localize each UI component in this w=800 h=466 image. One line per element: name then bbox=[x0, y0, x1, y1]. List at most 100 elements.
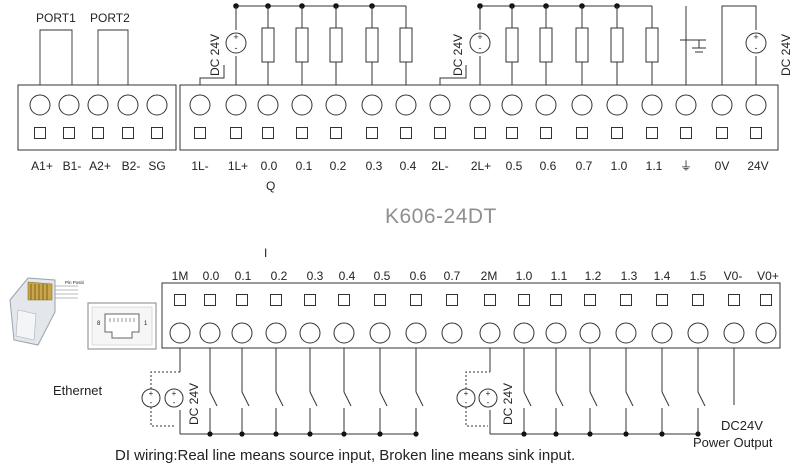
junction-dot bbox=[659, 431, 665, 437]
comm-terminal-label: A1+ bbox=[31, 159, 53, 173]
terminal-slot bbox=[656, 294, 668, 306]
output-terminal-label: 0.6 bbox=[540, 159, 557, 173]
input-switch bbox=[553, 348, 564, 437]
load-resistor bbox=[575, 6, 589, 85]
terminal-screw bbox=[369, 322, 391, 344]
output-terminal bbox=[291, 94, 313, 139]
port2-lead bbox=[97, 29, 129, 85]
junction-dot bbox=[695, 431, 701, 437]
terminal-slot bbox=[174, 294, 186, 306]
output-terminal-label: 0.7 bbox=[576, 159, 593, 173]
junction-dot bbox=[273, 431, 279, 437]
input-terminal-label: V0- bbox=[724, 269, 743, 283]
comm-terminal-label: B2- bbox=[122, 159, 141, 173]
model-title: K606-24DT bbox=[385, 205, 497, 228]
output-terminal bbox=[571, 94, 593, 139]
terminal-screw bbox=[117, 94, 139, 116]
input-terminal-label: 0.6 bbox=[410, 269, 427, 283]
comm-terminal bbox=[146, 94, 168, 139]
input-terminal bbox=[441, 294, 463, 344]
terminal-slot bbox=[400, 127, 412, 139]
output-terminal-label: 0.3 bbox=[366, 159, 383, 173]
input-terminal bbox=[265, 294, 287, 344]
terminal-screw bbox=[29, 94, 51, 116]
terminal-slot bbox=[204, 294, 216, 306]
supply-label: DC 24V bbox=[187, 383, 201, 425]
output-terminal bbox=[535, 94, 557, 139]
input-block-frame bbox=[161, 282, 781, 349]
comm-terminal-label: A2+ bbox=[89, 159, 111, 173]
input-switch bbox=[341, 348, 352, 437]
terminal-slot bbox=[484, 294, 496, 306]
output-terminal-label: 2L+ bbox=[471, 159, 491, 173]
terminal-slot bbox=[576, 127, 588, 139]
port1-lead bbox=[39, 29, 73, 85]
terminal-screw bbox=[146, 94, 168, 116]
terminal-slot bbox=[34, 127, 46, 139]
input-terminal-label: 1.2 bbox=[585, 269, 602, 283]
supply-label: DC 24V bbox=[501, 383, 515, 425]
terminal-screw bbox=[513, 322, 535, 344]
input-switch bbox=[413, 348, 424, 437]
input-terminal bbox=[231, 294, 253, 344]
load-resistor bbox=[261, 6, 275, 85]
junction-dot bbox=[341, 431, 347, 437]
terminal-screw bbox=[501, 94, 523, 116]
port-labels: PORT1 PORT2 bbox=[36, 11, 130, 85]
terminal-screw bbox=[535, 94, 557, 116]
output-terminal-label: 0.4 bbox=[400, 159, 417, 173]
dc-supply-symbol-sink: + - bbox=[456, 388, 476, 408]
junction-dot bbox=[623, 431, 629, 437]
output-terminal-label: 1.1 bbox=[646, 159, 663, 173]
terminal-screw bbox=[199, 322, 221, 344]
terminal-slot bbox=[92, 127, 104, 139]
input-terminal bbox=[651, 294, 673, 344]
input-terminal-label: 1.5 bbox=[690, 269, 707, 283]
junction-dot bbox=[307, 431, 313, 437]
junction-dot bbox=[239, 431, 245, 437]
svg-text:-: - bbox=[755, 43, 758, 53]
junction-dot bbox=[413, 431, 419, 437]
terminal-slot bbox=[122, 127, 134, 139]
terminal-slot bbox=[338, 294, 350, 306]
output-terminal-label: 0.0 bbox=[261, 159, 278, 173]
input-switch bbox=[695, 348, 706, 437]
input-switch bbox=[659, 348, 670, 437]
output-terminal-label: 0.2 bbox=[330, 159, 347, 173]
input-terminal-label: 1M bbox=[172, 269, 189, 283]
output-terminal-label: 24V bbox=[747, 159, 768, 173]
input-terminal-label: 1.4 bbox=[654, 269, 671, 283]
input-terminal bbox=[687, 294, 709, 344]
load-resistor bbox=[610, 6, 624, 85]
comm-terminal bbox=[58, 94, 80, 139]
terminal-slot bbox=[374, 294, 386, 306]
port1-label: PORT1 bbox=[36, 11, 76, 25]
terminal-screw bbox=[225, 94, 247, 116]
output-terminal-label: 0.1 bbox=[296, 159, 313, 173]
input-switch bbox=[307, 348, 318, 437]
terminal-screw bbox=[755, 322, 777, 344]
input-terminal bbox=[755, 294, 777, 344]
terminal-slot bbox=[584, 294, 596, 306]
terminal-slot bbox=[646, 127, 658, 139]
svg-text:+: + bbox=[753, 32, 758, 42]
svg-text:+: + bbox=[464, 389, 469, 398]
input-terminal-label: 0.1 bbox=[235, 269, 252, 283]
load-resistor bbox=[505, 6, 519, 85]
terminal-screw bbox=[257, 94, 279, 116]
output-group-label: Q bbox=[266, 179, 275, 193]
terminal-slot bbox=[474, 127, 486, 139]
dc-supply-symbol-sink: + - bbox=[141, 388, 161, 408]
svg-text:-: - bbox=[173, 398, 176, 407]
output-terminal bbox=[257, 94, 279, 139]
output-terminal bbox=[429, 94, 451, 139]
output-terminal-label: 1L- bbox=[191, 159, 208, 173]
input-terminal-label: V0+ bbox=[757, 269, 779, 283]
dc-supply-symbol: + - bbox=[478, 388, 498, 408]
input-terminal bbox=[169, 294, 191, 344]
input-terminal bbox=[579, 294, 601, 344]
dc-supply-symbol: + - bbox=[745, 32, 767, 54]
output-terminal bbox=[395, 94, 417, 139]
power-output-label-line2: Power Output bbox=[693, 435, 773, 450]
